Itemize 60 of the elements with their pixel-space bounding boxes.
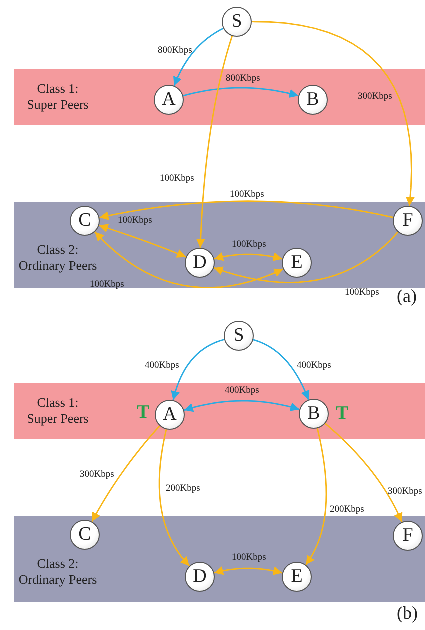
class-band (14, 202, 425, 288)
edge-label: 100Kbps (118, 216, 152, 227)
peer-node: B (298, 85, 328, 115)
peer-node: E (282, 248, 312, 278)
panel-label: (b) (397, 603, 418, 624)
edge-label: 200Kbps (166, 484, 200, 495)
edge-label: 100Kbps (160, 174, 194, 185)
class-band (14, 383, 425, 439)
edge-label: 400Kbps (145, 361, 180, 372)
peer-node: A (154, 85, 184, 115)
arrow (174, 28, 224, 86)
edge-label: 300Kbps (358, 92, 392, 103)
class-label: Class 2: Ordinary Peers (18, 242, 98, 274)
edge-label: 400Kbps (297, 361, 332, 372)
arrow (214, 566, 283, 576)
arrow (171, 339, 225, 401)
arrow (305, 428, 328, 566)
edge-label: 100Kbps (230, 190, 264, 201)
arrow (184, 400, 300, 412)
edge-label: 800Kbps (226, 74, 260, 85)
arrow (214, 232, 399, 284)
edge-label: 200Kbps (330, 505, 364, 516)
peer-node: D (185, 562, 215, 592)
edge-label: 100Kbps (90, 280, 124, 291)
edge-label: 300Kbps (388, 487, 422, 498)
arrow (214, 252, 283, 262)
arrow (94, 232, 284, 289)
edge-label: 400Kbps (225, 386, 260, 397)
arrow (252, 21, 415, 206)
peer-node: B (299, 399, 329, 429)
edge-label: 100Kbps (232, 553, 266, 564)
arrow (92, 426, 160, 522)
arrow (196, 36, 234, 248)
peer-node: C (70, 206, 100, 236)
arrow (99, 224, 186, 258)
arrow (253, 339, 310, 400)
class-band (14, 516, 425, 602)
class-label: Class 1: Super Peers (26, 395, 90, 427)
panel-label: (a) (397, 286, 417, 307)
arrow (158, 429, 190, 567)
peer-node: C (70, 520, 100, 550)
arrow (324, 423, 403, 522)
peer-node: S (222, 7, 252, 37)
edge-label: 100Kbps (232, 240, 266, 251)
arrow (183, 87, 299, 98)
class-label: Class 2: Ordinary Peers (18, 556, 98, 588)
peer-node: F (393, 521, 423, 551)
arrow (100, 200, 394, 220)
peer-node: S (224, 321, 254, 351)
class-band (14, 69, 425, 125)
tracker-mark: T (137, 403, 150, 423)
edge-label: 300Kbps (80, 470, 114, 481)
peer-node: D (185, 248, 215, 278)
class-label: Class 1: Super Peers (26, 81, 90, 113)
peer-node: F (393, 206, 423, 236)
edge-label: 100Kbps (345, 288, 380, 299)
edge-label: 800Kbps (158, 46, 192, 57)
peer-node: A (155, 400, 185, 430)
tracker-mark: T (336, 404, 349, 424)
peer-node: E (282, 562, 312, 592)
